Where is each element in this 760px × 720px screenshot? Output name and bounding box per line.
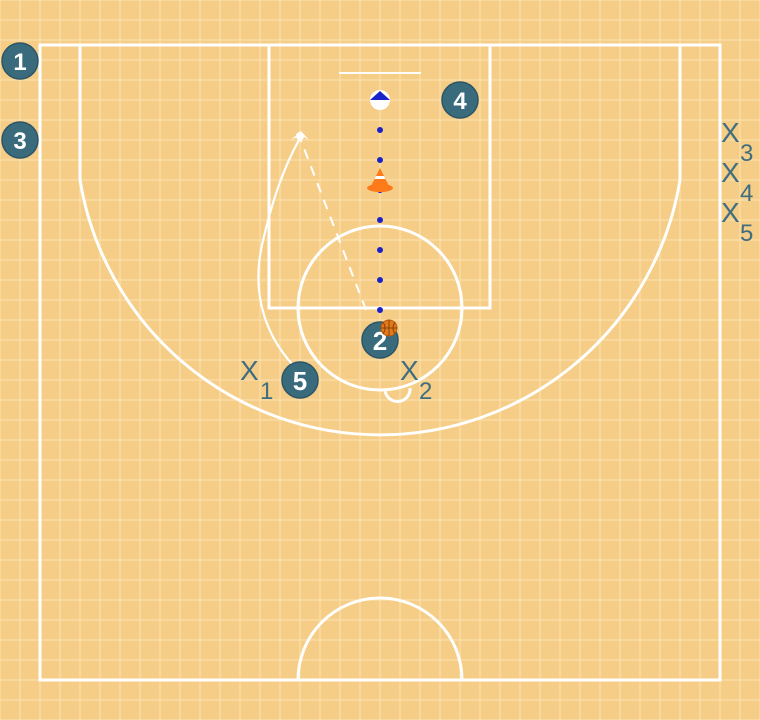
- player-5-label: 5: [293, 366, 307, 396]
- dribble-dot: [377, 247, 383, 253]
- defender-x2[interactable]: X 2: [400, 355, 432, 405]
- defender-x2-number: 2: [419, 378, 432, 405]
- basket-icon: [370, 90, 390, 110]
- dribble-dot: [377, 127, 383, 133]
- defender-x4[interactable]: X 4: [721, 157, 753, 207]
- player-3[interactable]: 3: [1, 121, 39, 159]
- defender-x5[interactable]: X 5: [721, 197, 753, 247]
- three-point-line: [78, 45, 682, 437]
- defender-x1-label: X: [240, 355, 259, 386]
- center-circle: [296, 596, 464, 681]
- cut-path: [257, 139, 300, 366]
- screen-icon: [291, 131, 309, 142]
- defender-x5-number: 5: [740, 220, 753, 247]
- player-4[interactable]: 4: [441, 81, 479, 119]
- defender-x3-number: 3: [740, 140, 753, 167]
- dribble-dot: [377, 157, 383, 163]
- cone-icon: [367, 168, 393, 192]
- player-1[interactable]: 1: [1, 42, 39, 80]
- player-4-label: 4: [453, 88, 467, 115]
- basketball-icon: [380, 319, 398, 337]
- dribble-dot: [377, 307, 383, 313]
- player-1-label: 1: [13, 49, 26, 76]
- free-throw-circle: [296, 224, 464, 392]
- defender-x4-number: 4: [740, 180, 753, 207]
- player-5[interactable]: 5: [281, 361, 319, 399]
- defender-x5-label: X: [721, 197, 740, 228]
- player-3-label: 3: [13, 128, 26, 155]
- defender-x3[interactable]: X 3: [721, 117, 753, 167]
- defender-x1[interactable]: X 1: [240, 355, 273, 405]
- defender-x1-number: 1: [260, 378, 273, 405]
- dribble-dot: [377, 217, 383, 223]
- defender-x3-label: X: [721, 117, 740, 148]
- restricted-area: [383, 387, 412, 403]
- defender-x2-label: X: [400, 355, 419, 386]
- court-lines: [38, 43, 722, 682]
- defender-x4-label: X: [721, 157, 740, 188]
- dribble-dot: [377, 277, 383, 283]
- pass-path: [299, 137, 367, 311]
